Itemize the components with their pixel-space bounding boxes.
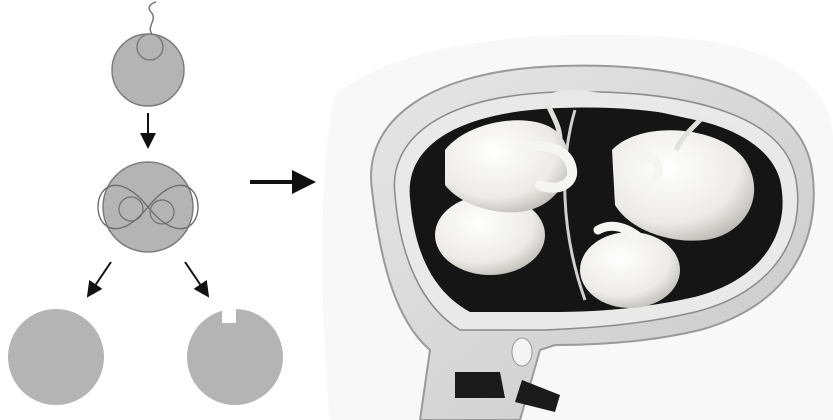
sperm-tail xyxy=(149,2,156,34)
arrow-to-right-cell xyxy=(185,262,208,296)
dividing-embryo xyxy=(98,162,198,252)
notch xyxy=(222,307,236,323)
fetus-right-head xyxy=(580,232,680,308)
arrow-to-left-cell xyxy=(88,262,111,296)
cell-disc xyxy=(187,309,283,405)
cervical-plug xyxy=(512,338,532,366)
uterus-illustration xyxy=(322,35,833,420)
egg-cell xyxy=(112,34,184,106)
birth-canal xyxy=(455,372,505,398)
fertilized-egg xyxy=(112,2,184,106)
separated-cell-right xyxy=(187,307,283,405)
separated-cell-left xyxy=(8,309,104,405)
